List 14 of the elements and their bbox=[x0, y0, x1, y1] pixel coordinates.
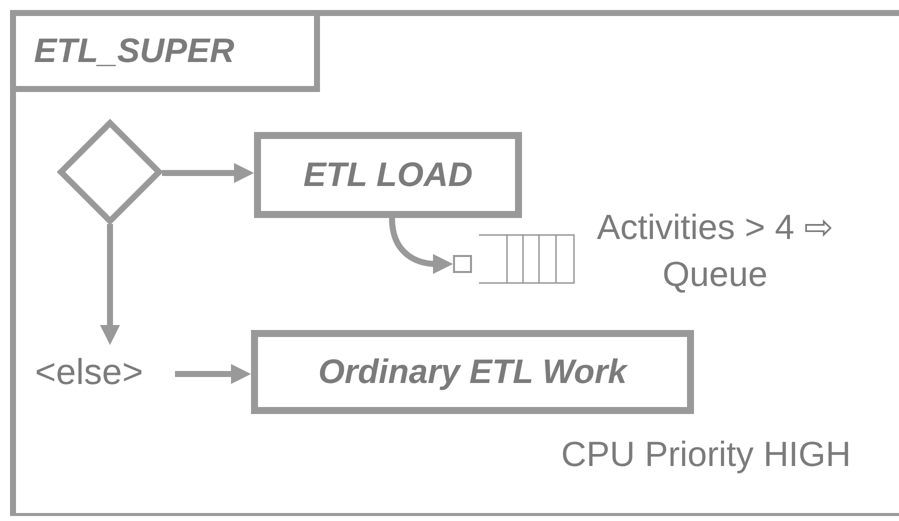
arrow bbox=[389, 218, 453, 274]
branch-label: <else> bbox=[35, 351, 144, 393]
arrow bbox=[100, 224, 120, 345]
process-box bbox=[251, 330, 694, 414]
annotation-text: CPU Priority HIGH bbox=[560, 434, 852, 476]
container-frame bbox=[10, 10, 899, 516]
annotation-text: Activities > 4 ⇨ Queue bbox=[596, 207, 834, 296]
process-label: ETL LOAD bbox=[303, 156, 473, 194]
arrow bbox=[175, 364, 251, 384]
frame-title: ETL_SUPER bbox=[34, 32, 234, 70]
queue-slot-square bbox=[453, 255, 472, 273]
arrow bbox=[162, 163, 254, 183]
process-label: Ordinary ETL Work bbox=[318, 352, 627, 392]
process-box bbox=[254, 132, 522, 218]
